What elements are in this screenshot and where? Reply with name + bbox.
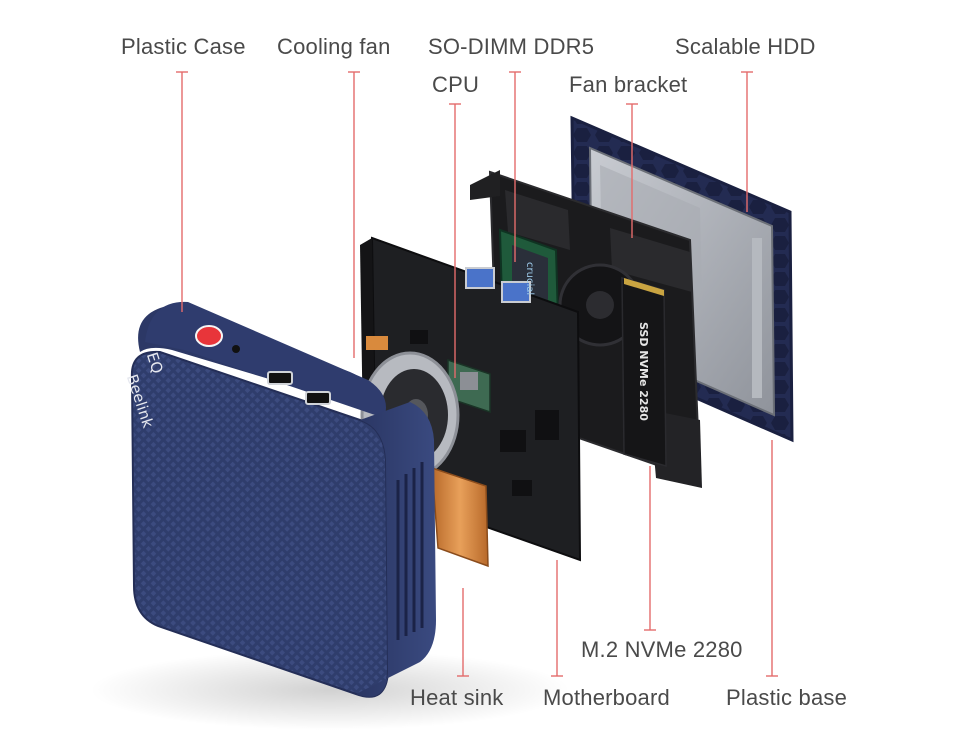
- ssd-print-text: SSD NVMe 2280: [637, 322, 650, 421]
- ram-brand-text: crucial: [524, 262, 535, 296]
- label-plastic-case: Plastic Case: [121, 34, 246, 59]
- label-scalable-hdd: Scalable HDD: [675, 34, 816, 59]
- label-heat-sink: Heat sink: [410, 685, 504, 710]
- power-button-icon: [195, 325, 223, 347]
- label-cpu: CPU: [432, 72, 480, 97]
- label-motherboard: Motherboard: [543, 685, 670, 710]
- label-so-dimm: SO-DIMM DDR5: [428, 34, 595, 59]
- leader-lines: [176, 71, 778, 677]
- heat-sink-part: [366, 336, 489, 568]
- label-fan-bracket: Fan bracket: [569, 72, 688, 97]
- label-m2-nvme: M.2 NVMe 2280: [581, 637, 743, 662]
- label-plastic-base: Plastic base: [726, 685, 848, 710]
- label-cooling-fan: Cooling fan: [277, 34, 391, 59]
- ground-shadow: [90, 650, 570, 730]
- plastic-case-part: [130, 301, 436, 698]
